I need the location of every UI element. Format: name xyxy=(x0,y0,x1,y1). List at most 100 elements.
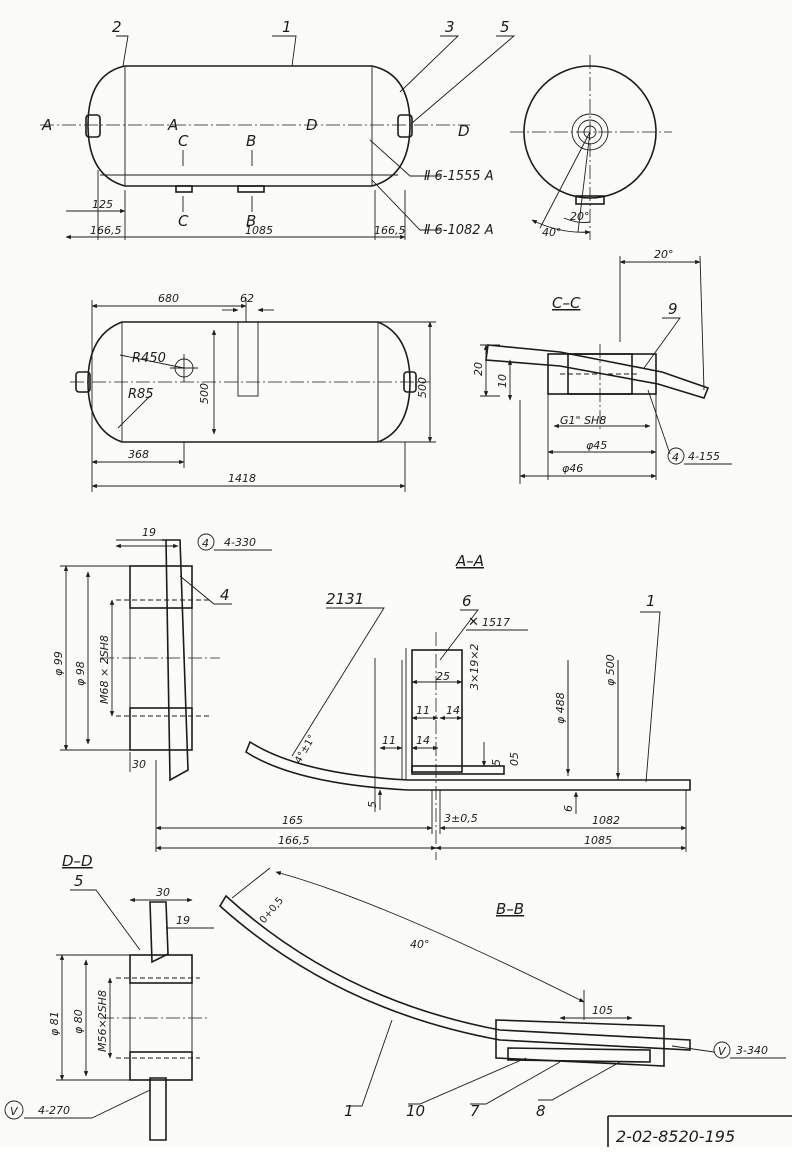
dim-14b: 14 xyxy=(416,734,430,747)
angle-40: 40° xyxy=(542,226,562,239)
weld-mark-1517: 1517 xyxy=(482,616,510,629)
weld-note-dd: 4-270 xyxy=(38,1104,70,1117)
section-title-b-b: B–B xyxy=(496,900,524,918)
section-label-b-top: B xyxy=(246,132,256,150)
section-label-a-mid: A xyxy=(167,116,178,134)
dim-125: 125 xyxy=(92,198,113,211)
bottom-boss-c xyxy=(175,185,193,193)
callout-5: 5 xyxy=(500,18,510,36)
dim-phi-80: φ 80 xyxy=(72,1009,85,1034)
dim-500-outer: 500 xyxy=(416,377,429,398)
dim-phi-99: φ 99 xyxy=(52,651,65,676)
angle-20: 20° xyxy=(570,210,590,223)
right-nozzle xyxy=(397,114,413,138)
dim-368: 368 xyxy=(128,448,149,461)
callout-1: 1 xyxy=(282,18,292,36)
dim-1418: 1418 xyxy=(228,472,256,485)
dim-phi-46: φ46 xyxy=(562,462,583,475)
dim-11: 11 xyxy=(416,704,430,717)
dim-500-inner: 500 xyxy=(198,383,211,404)
weld-note-cc: 4-155 xyxy=(688,450,720,463)
callout-3: 3 xyxy=(445,18,455,36)
dim-62: 62 xyxy=(240,292,254,305)
weld-symbol-circle-cc xyxy=(667,447,685,465)
callout-10: 10 xyxy=(406,1102,425,1120)
section-label-c-bottom: C xyxy=(178,212,189,230)
top-view: 680 62 R450 R85 500 500 368 1418 xyxy=(70,292,436,492)
weld-symbol-bb: V xyxy=(718,1045,727,1058)
dim-20-cc: 20 xyxy=(472,362,485,376)
weld-note-1082: Ⅱ 6-1082 A xyxy=(424,223,494,238)
section-title-c-c: C–C xyxy=(552,294,581,312)
main-side-view: 2 1 3 5 A A D D C C B B Ⅱ 6-1555 A Ⅱ 6-1… xyxy=(40,18,516,240)
radius-85: R85 xyxy=(128,387,154,402)
section-c-c: C–C 20° 9 20 10 G1" SH8 φ45 φ46 4 4-155 xyxy=(472,248,732,484)
callout-5-dd: 5 xyxy=(74,872,84,890)
title-block: 2-02-8520-195 xyxy=(607,1115,792,1147)
thread-g1-sh8: G1" SH8 xyxy=(560,414,606,427)
section-b-b: B–B 40° 0+0,5 105 1 10 7 8 V 3-340 xyxy=(218,867,786,1120)
radius-450: R450 xyxy=(132,351,166,366)
section-label-d-right: D xyxy=(458,122,470,140)
dim-166-5-right: 166,5 xyxy=(374,224,406,237)
dim-30-dd: 30 xyxy=(156,886,170,899)
section-title-d-d: D–D xyxy=(62,852,93,870)
callout-9: 9 xyxy=(668,300,678,318)
dim-gap-3: 3±0,5 xyxy=(444,812,478,825)
fillet-3x19x2: 3×19×2 xyxy=(468,644,481,690)
dim-166-5-aa: 166,5 xyxy=(278,834,310,847)
dim-19-d4: 19 xyxy=(142,526,156,539)
callout-8: 8 xyxy=(536,1102,546,1120)
dim-11b: 11 xyxy=(382,734,396,747)
dim-05: 05 xyxy=(508,752,521,766)
dim-5: 5 xyxy=(366,801,379,808)
left-nozzle xyxy=(85,114,101,138)
weld-note-bb: 3-340 xyxy=(736,1044,768,1057)
detail-4: 19 4 4-330 4 φ 99 φ 98 M68 × 2SH8 30 xyxy=(52,526,272,782)
weld-note-1555: Ⅱ 6-1555 A xyxy=(424,169,494,184)
section-label-c-top: C xyxy=(178,132,189,150)
dim-phi-500-aa: φ 500 xyxy=(604,654,617,686)
callout-1-aa: 1 xyxy=(646,592,656,610)
weld-symbol-dd: V xyxy=(10,1105,19,1118)
dim-166-5-left: 166,5 xyxy=(90,224,122,237)
dim-phi-45: φ45 xyxy=(586,439,607,452)
document-number: 2-02-8520-195 xyxy=(616,1127,735,1146)
angle-40-bb: 40° xyxy=(410,938,430,951)
callout-4: 4 xyxy=(220,586,230,604)
callout-2: 2 xyxy=(112,18,122,36)
bottom-boss-b xyxy=(237,185,265,193)
dim-30-d4: 30 xyxy=(132,758,146,771)
thread-m68: M68 × 2SH8 xyxy=(98,635,111,704)
dim-phi-81: φ 81 xyxy=(48,1011,61,1036)
dim-1085-aa: 1085 xyxy=(584,834,612,847)
dim-gap-bb: 0+0,5 xyxy=(258,895,286,926)
callout-6: 6 xyxy=(462,592,472,610)
section-label-a-left: A xyxy=(41,116,52,134)
dim-phi-98: φ 98 xyxy=(74,661,87,686)
dim-25: 25 xyxy=(436,670,450,683)
callout-7: 7 xyxy=(470,1102,480,1120)
weld-note-d4: 4-330 xyxy=(224,536,256,549)
end-view: 20° 40° xyxy=(510,55,672,240)
dim-phi-488: φ 488 xyxy=(554,692,567,724)
section-a-a: A–A 2131 6 1 ✕ 1517 25 11 14 11 14 4°±1°… xyxy=(155,552,691,860)
section-label-d-mid: D xyxy=(306,116,318,134)
weld-mark-x: ✕ xyxy=(468,615,479,630)
dim-14: 14 xyxy=(446,704,460,717)
section-d-d: D–D 5 30 19 φ 81 φ 80 M56×2SH8 V 4-270 xyxy=(4,852,214,1141)
dim-6: 6 xyxy=(562,805,575,812)
dim-10-cc: 10 xyxy=(496,374,509,388)
dim-680: 680 xyxy=(158,292,179,305)
dim-1085: 1085 xyxy=(245,224,273,237)
angle-20-cc: 20° xyxy=(654,248,674,261)
dim-105: 105 xyxy=(592,1004,613,1017)
dim-19-dd: 19 xyxy=(176,914,190,927)
chamfer-angle: 4°±1° xyxy=(293,733,318,765)
weld-symbol-cc: 4 xyxy=(672,451,679,464)
weld-symbol-d4: 4 xyxy=(202,537,209,550)
callout-2131: 2131 xyxy=(326,590,364,608)
thread-m56: M56×2SH8 xyxy=(96,990,109,1052)
